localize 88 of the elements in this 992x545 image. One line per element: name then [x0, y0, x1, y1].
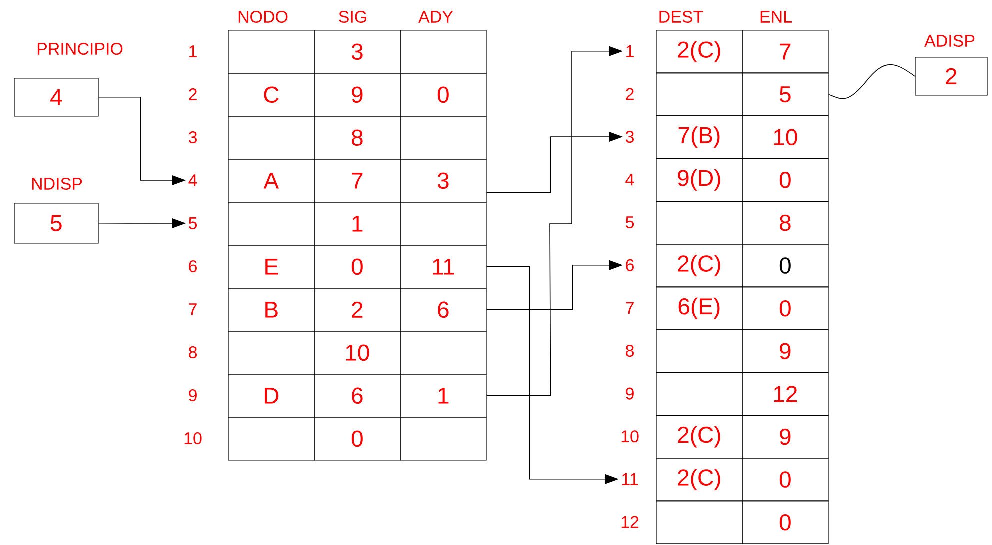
table-cell — [656, 500, 743, 544]
node-label: ADISP — [924, 34, 975, 48]
table-cell: 2 — [314, 288, 401, 332]
table-cell: 2(C) — [656, 244, 743, 288]
table-cell: 1 — [400, 374, 487, 418]
column-header: NODO — [238, 10, 288, 24]
row-number: 7 — [626, 302, 634, 314]
table-cell — [228, 417, 315, 461]
table-cell: 6(E) — [656, 286, 743, 330]
table-cell: 0 — [400, 73, 487, 117]
table-cell — [656, 72, 743, 116]
wavy-line — [828, 64, 916, 100]
table-cell: 9 — [742, 415, 829, 459]
table-cell: D — [228, 374, 315, 418]
row-number: 5 — [188, 218, 198, 230]
node-label: PRINCIPIO — [38, 42, 123, 56]
table-cell — [400, 30, 487, 74]
row-number: 12 — [622, 516, 639, 528]
table-cell — [228, 116, 315, 160]
table-cell — [400, 331, 487, 375]
row-number: 2 — [626, 88, 634, 100]
variable-box: 4 PRINCIPIO — [14, 42, 123, 117]
table-cell: 5 — [742, 72, 829, 116]
table-cell: 0 — [314, 417, 401, 461]
table-cell: 7 — [314, 159, 401, 203]
table-cell — [656, 330, 743, 374]
node-label: NDISP — [32, 178, 82, 190]
table-cell — [400, 116, 487, 160]
row-number: 2 — [189, 88, 197, 100]
row-number: 5 — [626, 216, 634, 229]
table-cell: 9 — [742, 330, 829, 374]
table-cell: 11 — [400, 244, 487, 289]
row-number: 6 — [626, 259, 634, 272]
row-number: 3 — [188, 131, 197, 144]
table-cell: 0 — [742, 244, 829, 288]
table-cell: A — [228, 159, 315, 203]
table-cell: 10 — [742, 116, 829, 160]
table-cell: 9 — [314, 73, 401, 117]
row-number: 8 — [189, 346, 197, 359]
table-cell: 6 — [400, 288, 487, 332]
table-cell — [656, 201, 743, 245]
table-cell: E — [228, 244, 315, 289]
row-number: 9 — [626, 388, 634, 400]
table-cell: 0 — [742, 458, 829, 502]
table-cell: 3 — [400, 159, 487, 203]
table-cell: C — [228, 73, 315, 117]
table-cell: 8 — [314, 116, 401, 160]
row-number: 4 — [626, 174, 634, 186]
table-cell: 0 — [742, 500, 829, 544]
table-cell — [228, 331, 315, 375]
table-cell — [400, 417, 487, 461]
row-number: 1 — [626, 46, 634, 58]
row-number: 3 — [626, 130, 634, 144]
table-cell: 2(C) — [656, 30, 743, 74]
row-number: 10 — [622, 430, 639, 443]
table-cell: 7 — [742, 30, 829, 74]
table-cell: B — [228, 288, 315, 332]
column-header: ENL — [760, 11, 792, 23]
table-cell: 8 — [742, 201, 829, 245]
row-number: 8 — [626, 344, 634, 358]
table-cell: 7(B) — [656, 116, 743, 160]
row-number: 4 — [188, 174, 198, 186]
column-header: SIG — [339, 10, 366, 24]
table-cell: 10 — [314, 331, 401, 375]
row-number: 1 — [190, 46, 197, 58]
row-number: 10 — [184, 432, 202, 445]
table-cell: 12 — [742, 372, 829, 416]
table-cell: 0 — [314, 244, 401, 289]
table-cell — [400, 202, 487, 246]
table-cell: 2(C) — [656, 415, 743, 459]
row-number: 6 — [189, 260, 197, 273]
variable-box: 5 NDISP — [14, 178, 99, 244]
table-cell: 2(C) — [656, 458, 743, 502]
row-number: 9 — [189, 389, 197, 402]
variable-box: 2 ADISP — [915, 34, 988, 96]
column-header: ADY — [418, 11, 454, 23]
table-cell — [656, 372, 743, 416]
table-cell — [228, 30, 315, 74]
table-cell — [228, 202, 315, 246]
column-header: DEST — [660, 10, 704, 24]
table-cell: 6 — [314, 374, 401, 418]
table-cell: 9(D) — [656, 158, 743, 202]
row-number: 11 — [622, 474, 638, 486]
table-cell: 0 — [742, 158, 829, 202]
row-number: 7 — [189, 304, 197, 316]
table-cell: 3 — [314, 30, 401, 74]
table-cell: 1 — [314, 202, 401, 246]
table-cell: 0 — [742, 286, 829, 330]
